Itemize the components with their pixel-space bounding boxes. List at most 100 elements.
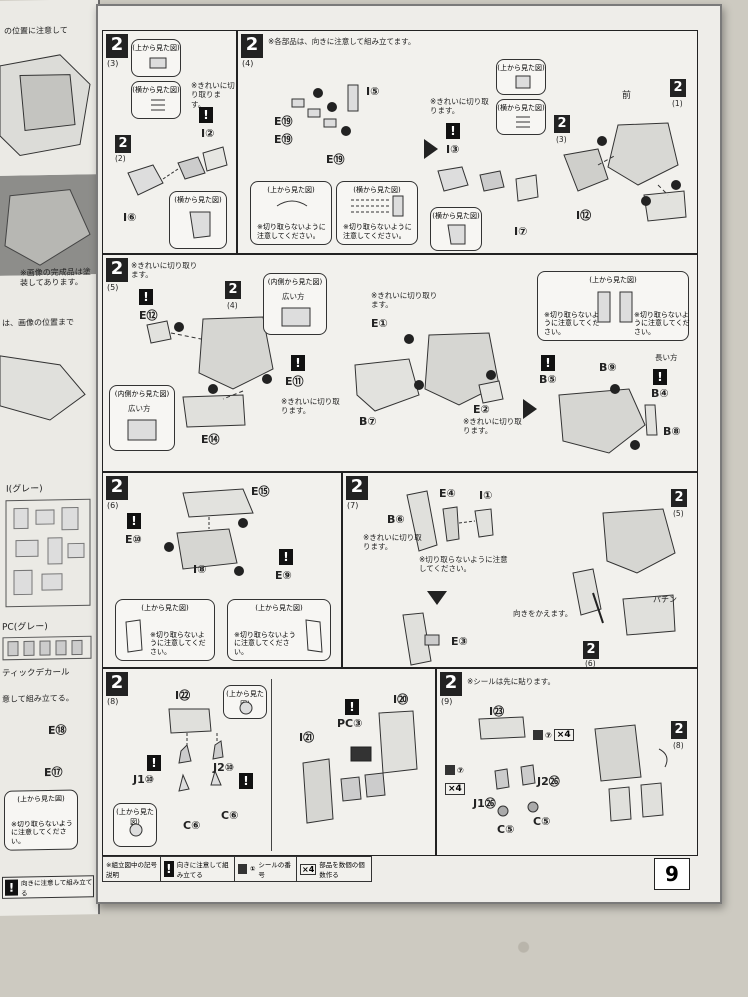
step-sub: (7) <box>347 501 359 510</box>
side-view-part-drawing-3 <box>447 224 466 245</box>
waist-assembly-drawing <box>146 316 274 428</box>
step-badge: 2 <box>241 34 263 58</box>
symbol-legend: ※組立図中の記号説明 ! 向きに注意して組み立てる ① シールの番号 ×4 部品… <box>102 856 372 882</box>
callout-side-view-3: (横から見た図) <box>430 207 482 251</box>
left-part-e17: E⑰ <box>44 765 63 780</box>
left-runner-pc: PC(グレー) <box>2 622 48 633</box>
legend-direction: ! 向きに注意して組み立てる <box>161 857 235 881</box>
sticker-callout-b: ⑦ <box>445 765 464 775</box>
step-2-4: 2 (4) ※各部品は、向きに注意して組み立てます。 E⑲ E⑲ E⑲ I⑤ (… <box>237 30 698 254</box>
part-i22: I㉒ <box>175 689 191 702</box>
legend-direction-text: 向きに注意して組み立てる <box>176 861 229 879</box>
part-i20: I⑳ <box>393 693 409 706</box>
step-2-3: 2 (3) (上から見た図) (横から見た図) ※きれいに切り取ります。 ! I… <box>102 30 237 254</box>
top-view-part-drawing <box>149 57 167 69</box>
warning-icon: ! <box>127 513 141 529</box>
legend-sticker-icon <box>238 864 247 874</box>
part-pc3: PC③ <box>337 717 363 730</box>
left-legend-warn-icon: ! <box>5 879 18 896</box>
part-i3: I③ <box>446 143 460 156</box>
callout-note: ※切り取らないように注意してください。 <box>234 630 296 656</box>
ref-badge: 2 <box>225 281 241 299</box>
part-e11: E⑪ <box>285 375 304 388</box>
step-badge: 2 <box>440 672 462 696</box>
side-view-part-drawing <box>151 99 165 111</box>
step-2-9: 2 (9) ※シールは先に貼ります。 I㉓ ⑦ ×4 ⑦ ×4 J2㉖ J1㉖ … <box>436 668 698 856</box>
step-badge: 2 <box>346 476 368 500</box>
rotate-note: 向きをかえます。 <box>513 609 573 618</box>
callout-top-view: (上から見た図) ※切り取らないように注意してください。 <box>115 599 215 661</box>
part-e12: E⑫ <box>139 309 158 322</box>
warning-icon: ! <box>199 107 213 123</box>
callout-side-view-2: (横から見た図) <box>169 191 227 249</box>
instruction-page: 2 (3) (上から見た図) (横から見た図) ※きれいに切り取ります。 ! I… <box>96 4 722 904</box>
legend-seal: ① シールの番号 <box>235 857 297 881</box>
step-sub: (3) <box>107 59 119 68</box>
callout-title: (上から見た図) <box>267 186 315 194</box>
part-i6: I⑥ <box>123 211 137 224</box>
runner-i-drawing <box>5 498 91 608</box>
clean-cut-note-4: ※きれいに切り取ります。 <box>463 417 522 436</box>
part-i7: I⑦ <box>514 225 528 238</box>
waist-armor-drawing <box>354 332 504 412</box>
legend-count-text: 部品を数個の個数作る <box>319 861 365 879</box>
part-b5: B⑤ <box>539 373 557 386</box>
part-e14: E⑭ <box>201 433 220 446</box>
callout-title: (内側から見た図) <box>114 390 170 398</box>
clean-cut-note: ※きれいに切り取ります。 <box>363 533 422 552</box>
legend-title: ※組立図中の記号説明 <box>103 857 161 881</box>
side-view-part-drawing-2 <box>516 116 530 128</box>
part-b7: B⑦ <box>359 415 377 428</box>
hip-assembly-drawing <box>164 488 254 576</box>
sticker-icon <box>445 765 455 775</box>
callout-title: (上から見た図) <box>589 276 637 284</box>
part-j1: J1㉖ <box>473 797 496 810</box>
leg-joint-drawing <box>168 708 224 792</box>
wide-side-label-2: 広い方 <box>128 404 151 413</box>
callout-side-view-2: (横から見た図) <box>496 99 546 135</box>
sticker-number: ⑦ <box>545 730 552 740</box>
part-e19-c: E⑲ <box>326 153 345 166</box>
left-top-view-label: (上から見た図) <box>17 794 65 804</box>
ref-sub: (4) <box>227 301 238 310</box>
ref-sub-2: (3) <box>556 135 567 144</box>
left-top-note: の位置に注意して <box>4 25 68 36</box>
callout-top-view-2: (上から見た図) ※切り取らないように注意してください。 <box>227 599 331 661</box>
flow-arrow-icon <box>523 399 537 419</box>
warning-icon-2: ! <box>239 773 253 789</box>
ref-sub: (2) <box>115 154 126 163</box>
callout-note-2: ※切り取らないように注意してください。 <box>634 310 690 336</box>
part-i5: I⑤ <box>366 85 380 98</box>
callout-inside-view: (内側から見た図) 広い方 <box>263 273 327 335</box>
click-label: パチン <box>653 595 677 604</box>
callout-title: (横から見た図) <box>432 212 480 220</box>
warning-icon: ! <box>147 755 161 771</box>
callout-top-view-2: (上から見た図) <box>496 59 546 95</box>
warning-icon-3: ! <box>345 699 359 715</box>
sticker-first-note: ※シールは先に貼ります。 <box>467 677 556 686</box>
part-c6-a: C⑥ <box>183 819 201 832</box>
leg-joint-drawing <box>478 716 539 817</box>
left-position-note: は、画像の位置まで <box>2 317 74 328</box>
callout-title: (上から見た図) <box>255 604 303 612</box>
sticker-icon <box>533 730 543 740</box>
callout-note: ※切り取らないように注意してください。 <box>544 310 600 336</box>
part-j2: J2㉖ <box>537 775 560 788</box>
count-badge-2: ×4 <box>445 783 465 795</box>
legs-assembly-drawing <box>594 724 668 822</box>
inside-view-drawing <box>281 307 311 327</box>
part-c5-a: C⑤ <box>497 823 515 836</box>
step-sub: (4) <box>242 59 254 68</box>
callout-top-view: (上から見た図) ※切り取らないように注意してください。 ※切り取らないように注… <box>537 271 690 341</box>
ref-badge: 2 <box>115 135 131 153</box>
step-badge: 2 <box>106 476 128 500</box>
legend-seal-text: シールの番号 <box>258 861 291 879</box>
ref-sub: (5) <box>673 509 684 518</box>
warning-icon: ! <box>139 289 153 305</box>
left-photo <box>0 174 98 276</box>
part-sequence-drawing <box>291 84 359 136</box>
part-b6: B⑥ <box>387 513 405 526</box>
warning-icon-3: ! <box>541 355 555 371</box>
part-e1: E① <box>371 317 388 330</box>
top-view-drawing-2 <box>305 619 323 653</box>
